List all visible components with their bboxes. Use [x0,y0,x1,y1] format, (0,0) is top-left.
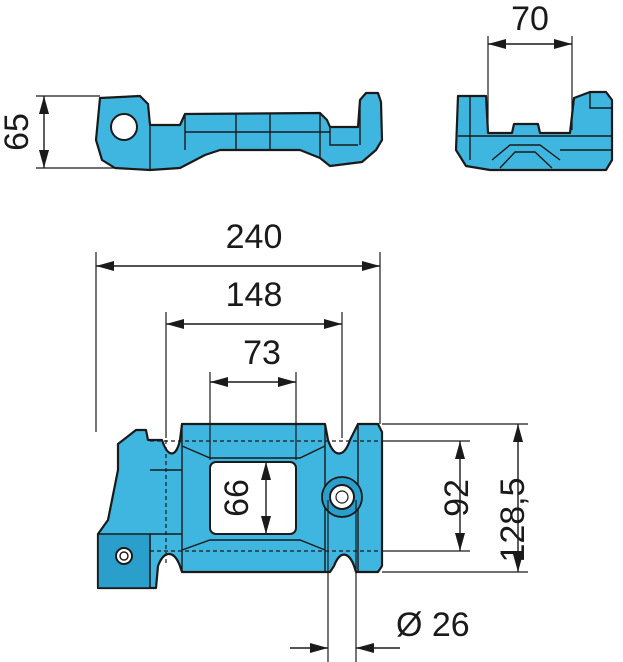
dim-240-label: 240 [226,218,283,256]
end-view-edge [589,92,612,109]
dim-66-label: 66 [218,479,256,517]
arrow [166,319,184,329]
end-view-body [454,90,614,172]
arrow [278,377,296,387]
end-view-edge [499,151,553,169]
dim-70-label: 70 [511,0,549,38]
arrow [513,424,523,442]
arrow [455,441,465,459]
end-view: 70 [454,0,614,172]
arrow [261,462,271,480]
center-window [209,461,297,535]
arrow [261,516,271,534]
arrow [210,377,228,387]
arrow [513,554,523,572]
dim-73-label: 73 [243,334,281,372]
dim-128-5-label: 128,5 [494,477,532,562]
dim-92-label: 92 [438,479,476,517]
arrow [96,261,114,271]
bolt-hole [329,484,355,510]
dim-65-label: 65 [0,113,36,151]
arrow [324,319,342,329]
bolt-hole-inner [335,490,349,504]
top-view-edge [181,539,326,551]
top-view-edge [181,445,326,459]
arrow [39,150,49,168]
arrow [356,643,374,653]
arrow [554,39,572,49]
side-view-edge [329,127,358,146]
small-bolt-icon [115,547,133,565]
side-view: 65 [0,91,384,172]
arrow [310,643,328,653]
arrow [39,96,49,114]
small-bolt-inner [119,551,129,561]
arrow [488,39,506,49]
top-view: 240 148 73 66 92 128,5 [95,218,532,662]
arrow [455,533,465,551]
dim-diameter-26-label: Ø 26 [396,606,470,644]
end-view-edge [491,144,561,161]
side-view-hole [110,113,138,141]
dim-148-label: 148 [226,276,283,314]
arrow [362,261,380,271]
